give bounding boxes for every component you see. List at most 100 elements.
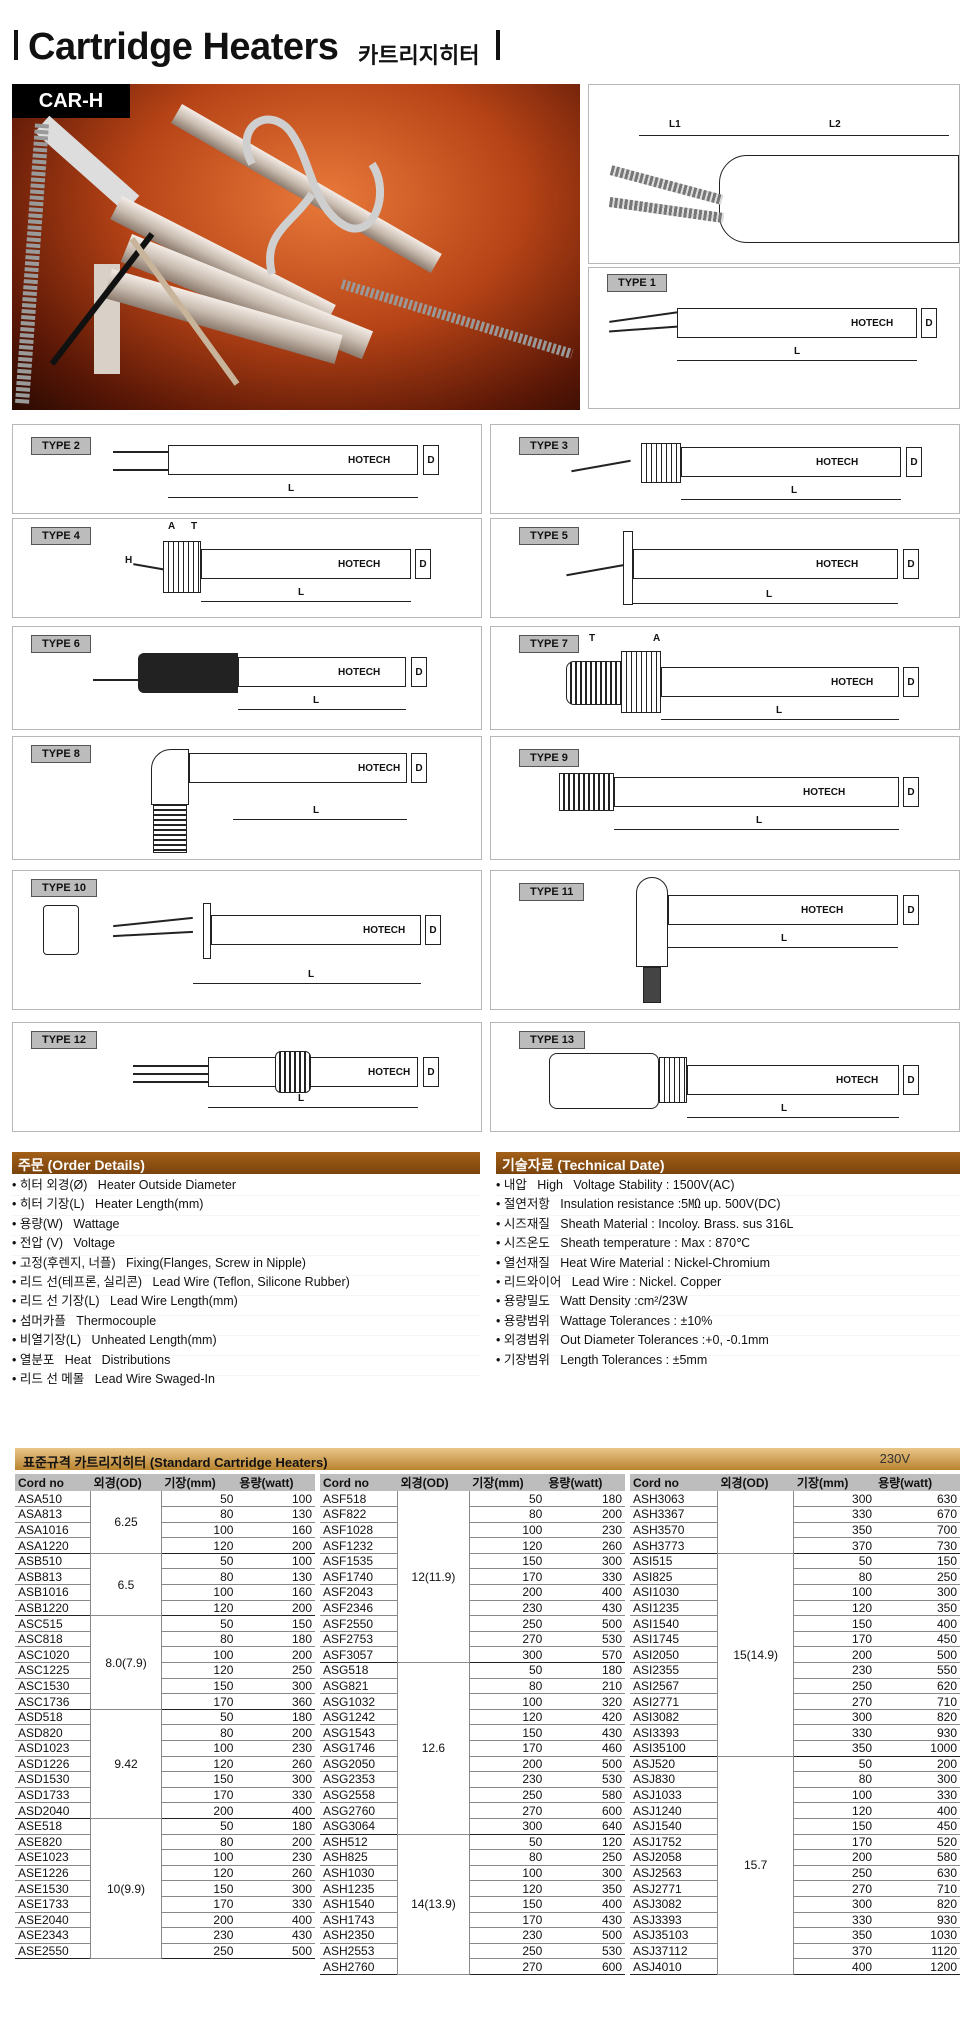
type-8-label: TYPE 8 bbox=[31, 745, 91, 763]
cord-no: ASG2558 bbox=[320, 1787, 398, 1804]
type-7-label: TYPE 7 bbox=[519, 635, 579, 653]
cord-no: ASC818 bbox=[15, 1631, 91, 1648]
length-mm: 230 bbox=[161, 1927, 237, 1944]
detail-item: • 절연저항 Insulation resistance :5㏁ up. 500… bbox=[496, 1197, 781, 1212]
length-mm: 80 bbox=[161, 1506, 237, 1523]
type-12-clamp bbox=[275, 1051, 311, 1093]
standard-heaters-title: 표준규격 카트리지히터 (Standard Cartridge Heaters) bbox=[23, 1455, 328, 1470]
length-mm: 300 bbox=[793, 1491, 876, 1508]
length-mm: 150 bbox=[469, 1553, 546, 1570]
wattage: 500 bbox=[545, 1756, 625, 1773]
length-mm: 250 bbox=[469, 1787, 546, 1804]
cord-no: ASF1232 bbox=[320, 1537, 398, 1554]
wattage: 180 bbox=[236, 1631, 315, 1648]
wattage: 330 bbox=[236, 1896, 315, 1913]
length-mm: 230 bbox=[469, 1927, 546, 1944]
wattage: 640 bbox=[545, 1818, 625, 1835]
length-mm: 50 bbox=[161, 1491, 237, 1508]
detail-item: • 리드 선 메몰 Lead Wire Swaged-In bbox=[12, 1372, 215, 1387]
type-7-box: TYPE 7 T A HOTECH D L bbox=[490, 626, 960, 730]
cord-no: ASH1030 bbox=[320, 1865, 398, 1882]
wattage: 160 bbox=[236, 1522, 315, 1539]
length-mm: 80 bbox=[793, 1568, 876, 1586]
type-6-rubber-boot bbox=[138, 653, 238, 693]
cord-no: ASG1242 bbox=[320, 1709, 398, 1726]
length-mm: 100 bbox=[793, 1787, 876, 1804]
type-4-label: TYPE 4 bbox=[31, 527, 91, 545]
outer-diameter: 6.5 bbox=[90, 1553, 162, 1617]
cord-no: ASE820 bbox=[15, 1834, 91, 1851]
cord-no: ASA510 bbox=[15, 1491, 91, 1508]
cord-no: ASH3773 bbox=[630, 1537, 718, 1554]
cord-no: ASC1225 bbox=[15, 1662, 91, 1679]
cord-no: ASC1736 bbox=[15, 1693, 91, 1710]
wattage: 580 bbox=[545, 1787, 625, 1804]
type-5-flange bbox=[623, 531, 633, 605]
type-12-heater bbox=[208, 1057, 418, 1087]
cord-no: ASH3063 bbox=[630, 1491, 718, 1508]
length-mm: 50 bbox=[793, 1756, 876, 1773]
cord-no: ASD1530 bbox=[15, 1771, 91, 1788]
standard-heaters-heading: 표준규격 카트리지히터 (Standard Cartridge Heaters)… bbox=[15, 1448, 960, 1470]
type-9-label: TYPE 9 bbox=[519, 749, 579, 767]
type-4-heater bbox=[201, 549, 411, 579]
page-header: Cartridge Heaters 카트리지히터 bbox=[0, 0, 968, 80]
cord-no: ASI2567 bbox=[630, 1678, 718, 1695]
length-mm: 270 bbox=[469, 1958, 546, 1975]
cord-no: ASF1028 bbox=[320, 1522, 398, 1539]
outer-diameter: 6.25 bbox=[90, 1491, 162, 1554]
cord-no: ASH1235 bbox=[320, 1880, 398, 1897]
length-mm: 120 bbox=[469, 1880, 546, 1897]
length-mm: 80 bbox=[469, 1849, 546, 1866]
length-mm: 100 bbox=[469, 1865, 546, 1882]
wattage: 630 bbox=[875, 1865, 960, 1882]
length-mm: 100 bbox=[161, 1849, 237, 1866]
length-mm: 330 bbox=[793, 1506, 876, 1523]
wattage: 430 bbox=[545, 1724, 625, 1741]
cord-no: ASH1540 bbox=[320, 1896, 398, 1913]
wattage: 430 bbox=[545, 1912, 625, 1929]
cord-no: ASE2040 bbox=[15, 1912, 91, 1929]
wattage: 500 bbox=[875, 1646, 960, 1664]
length-mm: 300 bbox=[793, 1709, 876, 1726]
type-1-box: TYPE 1 HOTECH D L bbox=[588, 267, 960, 409]
type-12-box: TYPE 12 HOTECH D L bbox=[12, 1022, 482, 1132]
length-mm: 170 bbox=[161, 1787, 237, 1804]
title-bar-right bbox=[496, 30, 500, 60]
detail-item: • 리드 선(테프론, 실리콘) Lead Wire (Teflon, Sili… bbox=[12, 1275, 350, 1290]
cord-no: ASI3082 bbox=[630, 1709, 718, 1726]
wattage: 670 bbox=[875, 1506, 960, 1523]
cord-no: ASH512 bbox=[320, 1834, 398, 1851]
length-mm: 270 bbox=[793, 1693, 876, 1710]
length-mm: 80 bbox=[161, 1724, 237, 1741]
wattage: 200 bbox=[236, 1724, 315, 1741]
wattage: 200 bbox=[236, 1646, 315, 1664]
wattage: 300 bbox=[545, 1865, 625, 1882]
cord-no: ASF2753 bbox=[320, 1631, 398, 1648]
technical-data-list: • 내압 High Voltage Stability : 1500V(AC)•… bbox=[496, 1176, 960, 1374]
cord-no: ASI1030 bbox=[630, 1584, 718, 1601]
length-mm: 100 bbox=[469, 1522, 546, 1539]
table-header: Cord no bbox=[15, 1474, 91, 1491]
wattage: 930 bbox=[875, 1724, 960, 1741]
wattage: 820 bbox=[875, 1896, 960, 1913]
wattage: 230 bbox=[236, 1740, 315, 1757]
wattage: 100 bbox=[236, 1491, 315, 1508]
dimension-diagram: L1 L2 bbox=[588, 84, 960, 264]
cord-no: ASJ1240 bbox=[630, 1802, 718, 1819]
detail-item: • 전압 (V) Voltage bbox=[12, 1236, 116, 1251]
type-2-heater bbox=[168, 445, 418, 475]
